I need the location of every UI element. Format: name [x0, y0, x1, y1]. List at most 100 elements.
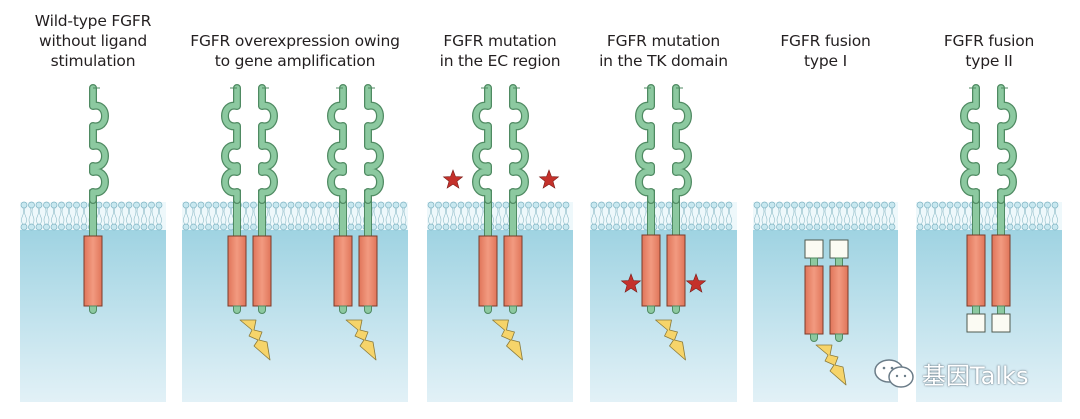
lipid-head	[495, 201, 502, 209]
lipid-head	[450, 201, 457, 209]
lipid-head	[703, 223, 710, 231]
lipid-head	[20, 201, 28, 209]
lipid-head	[916, 223, 924, 231]
lipid-head	[658, 201, 665, 209]
lipid-head	[427, 201, 435, 209]
ectodomain-igloops	[365, 85, 383, 203]
mutation-star-icon	[620, 273, 642, 293]
panel-fusion-type-1	[753, 201, 898, 402]
lipid-head	[939, 201, 946, 209]
panel-title-line: FGFR mutation	[606, 32, 721, 50]
tyrosine-kinase-domain	[252, 235, 272, 307]
lipid-head	[155, 201, 163, 209]
lipid-head	[65, 201, 73, 209]
lipid-head	[836, 201, 843, 209]
lipid-head	[931, 201, 939, 209]
linker	[835, 257, 843, 267]
lipid-head	[450, 223, 457, 231]
lipid-head	[791, 223, 798, 231]
lipid-head	[295, 223, 302, 231]
lipid-head	[843, 223, 851, 231]
lipid-head	[710, 223, 718, 231]
mutation-star-icon	[442, 169, 464, 189]
lipid-head	[400, 201, 407, 209]
lipid-head	[35, 223, 43, 231]
lipid-head	[103, 201, 110, 209]
c-terminal-tail	[89, 305, 97, 314]
cytoplasm	[753, 230, 898, 402]
watermark: 基因Talks	[872, 356, 1028, 391]
lipid-head	[540, 201, 547, 209]
lipid-head	[118, 223, 125, 231]
lipid-head	[43, 223, 50, 231]
lipid-head	[1006, 223, 1014, 231]
lipid-head	[954, 201, 961, 209]
lipid-head	[635, 201, 643, 209]
lipid-head	[325, 223, 332, 231]
lipid-head	[465, 201, 472, 209]
lipid-head	[190, 201, 197, 209]
lipid-head	[250, 201, 257, 209]
c-terminal-tail	[484, 305, 492, 314]
lipid-head	[392, 223, 400, 231]
lipid-head	[502, 223, 510, 231]
lipid-head	[1029, 223, 1036, 231]
ectodomain-igloops	[473, 85, 491, 203]
lipid-head	[1051, 223, 1059, 231]
lipid-head	[125, 223, 133, 231]
lipid-head	[50, 223, 58, 231]
lipid-head	[1021, 201, 1029, 209]
signaling-bolt-icon	[815, 344, 847, 386]
lipid-head	[806, 201, 813, 209]
lipid-head	[783, 201, 791, 209]
tyrosine-kinase-domain	[83, 235, 103, 307]
lipid-head	[140, 223, 148, 231]
lipid-head	[517, 201, 525, 209]
ectodomain-igloops	[222, 85, 240, 203]
fgfr-receptor	[221, 84, 247, 314]
lipid-head	[347, 201, 355, 209]
lipid-head	[776, 201, 783, 209]
lipid-head	[620, 223, 628, 231]
fusion-partner-box	[829, 239, 849, 259]
panel-title-line: type I	[804, 52, 847, 70]
lipid-head	[725, 223, 733, 231]
lipid-head	[295, 201, 302, 209]
lipid-head	[761, 223, 768, 231]
lipid-head	[20, 223, 28, 231]
lipid-head	[110, 223, 118, 231]
lipid-head	[205, 201, 212, 209]
lipid-head	[688, 201, 695, 209]
panel-overexpression	[182, 84, 408, 402]
cell-membrane	[182, 201, 408, 231]
lipid-head	[280, 223, 287, 231]
lipid-head	[680, 223, 688, 231]
watermark-text: 基因Talks	[922, 362, 1029, 390]
wechat-icon	[874, 358, 914, 388]
lipid-head	[525, 223, 532, 231]
c-terminal-tail	[647, 305, 655, 314]
ectodomain-igloops	[510, 85, 528, 203]
lipid-head	[43, 201, 50, 209]
fgfr-receptor	[829, 239, 849, 342]
lipid-head	[472, 223, 480, 231]
fgfr-receptor	[252, 84, 278, 314]
lipid-head	[605, 201, 613, 209]
fgfr-receptor	[991, 84, 1017, 333]
ectodomain-igloops	[328, 85, 346, 203]
lipid-head	[517, 223, 525, 231]
lipid-head	[435, 223, 442, 231]
lipid-head	[753, 201, 761, 209]
lipid-head	[783, 223, 791, 231]
ectodomain-igloops	[961, 85, 979, 203]
tyrosine-kinase-domain	[966, 234, 986, 307]
tyrosine-kinase-domain	[991, 234, 1011, 307]
lipid-head	[103, 223, 110, 231]
lipid-head	[828, 223, 836, 231]
cytoplasm	[427, 230, 573, 402]
fusion-partner-box	[804, 239, 824, 259]
lipid-head	[133, 223, 140, 231]
lipid-head	[961, 223, 969, 231]
